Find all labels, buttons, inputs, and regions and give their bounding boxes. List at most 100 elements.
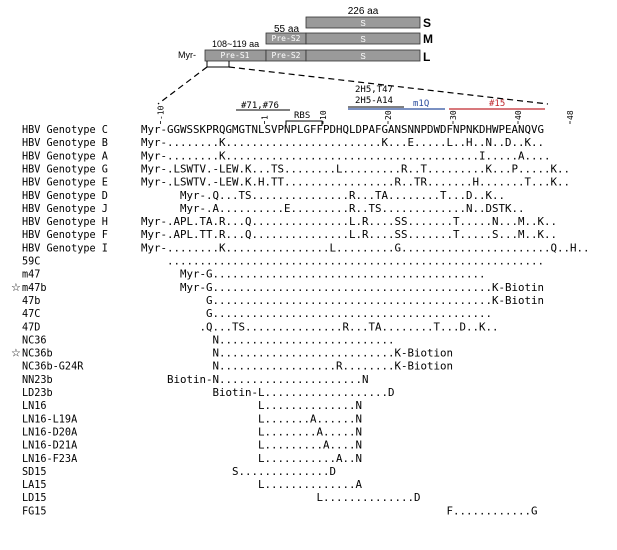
row-sequence: Myr-G...................................…: [141, 268, 486, 281]
row-name: NC36b-G24R: [22, 362, 84, 373]
row-name: HBV Genotype I: [22, 243, 108, 254]
s-box-label: S: [360, 19, 365, 28]
l-pres1-label: Pre-S1: [221, 51, 250, 60]
l-pres2-label: Pre-S2: [272, 51, 301, 60]
row-name: 47C: [22, 309, 40, 320]
row-name: HBV Genotype G: [22, 164, 108, 175]
zoom-line-right: [228, 66, 549, 105]
row-name: LN16-D20A: [22, 427, 77, 438]
row-sequence: L..............D: [141, 491, 421, 504]
residue-position-ticks: -10 1 10 20 30 40 48: [157, 105, 575, 124]
row-name: FG15: [22, 506, 47, 517]
row-sequence: L.........A....N: [141, 439, 362, 452]
row-name: 47D: [22, 322, 40, 333]
tick-label: 1: [261, 115, 270, 120]
rbs-label: RBS: [294, 111, 310, 121]
zoom-bracket: [206, 61, 230, 68]
l-protein-label: L: [423, 50, 430, 64]
row-sequence: Myr-.APL.TT.R...Q...............L.R....S…: [141, 228, 557, 241]
row-sequence: Myr-.LSWTV.-LEW.K...TS........L.........…: [141, 162, 570, 175]
tick-label: 20: [384, 110, 393, 120]
m-protein-label: M: [423, 32, 433, 46]
tick-label: 30: [449, 110, 458, 120]
row-sequence: N...........................K-Biotion: [141, 347, 453, 360]
l-length-label: 108~119 aa: [212, 39, 259, 49]
row-name: HBV Genotype D: [22, 191, 108, 202]
row-sequence: .Q...TS...............R...TA........T...…: [141, 320, 499, 333]
row-sequence: ........................................…: [141, 255, 544, 268]
row-name: NC36b: [22, 349, 53, 360]
row-sequence: Myr-GGWSSKPRQGMGTNLSVPNPLGFFPDHQLDPAFGAN…: [141, 123, 544, 136]
row-name: 59C: [22, 257, 40, 268]
row-name: HBV Genotype H: [22, 217, 108, 228]
row-sequence: Myr-........K........................K..…: [141, 136, 544, 149]
tick-label: 48: [566, 110, 575, 120]
row-name: NC36: [22, 335, 47, 346]
row-sequence: L..............N: [141, 399, 362, 412]
row-sequence: Myr-.Q...TS...............R...TA........…: [141, 189, 505, 202]
row-sequence: S..............D: [141, 465, 336, 478]
tick-label: -10: [157, 105, 166, 120]
row-sequence: G.......................................…: [141, 307, 492, 320]
rbs-bracket: [285, 120, 323, 126]
row-sequence: L...........A..N: [141, 452, 362, 465]
m-s-box: [305, 32, 421, 45]
highlight-star-icon: ☆: [11, 347, 21, 360]
l-s-label: S: [360, 52, 365, 61]
sequence-alignment: HBV Genotype C Myr-GGWSSKPRQGMGTNLSVPNPLG…: [11, 123, 590, 517]
row-name: m47b: [22, 283, 47, 294]
row-name: LN16: [22, 401, 47, 412]
m-s-label: S: [360, 35, 365, 44]
row-sequence: Myr-.A..........E.........R..TS.........…: [141, 202, 525, 215]
row-sequence: Myr-.APL.TA.R...Q...............L.R....S…: [141, 215, 557, 228]
s-length-label: 226 aa: [348, 6, 379, 17]
s-protein-label: S: [423, 16, 431, 30]
row-sequence: N...........................: [141, 333, 395, 346]
epitope-annotations: #71,#76 RBS 2H5,T47 2H5-A14 m1Q #15: [236, 85, 545, 126]
l-myr-label: Myr-: [178, 50, 196, 60]
row-sequence: L..............A: [141, 478, 363, 491]
l-s-box: [305, 49, 421, 62]
row-name: LA15: [22, 480, 47, 491]
antibody-15-label: #15: [489, 99, 505, 109]
row-name: LN16-L19A: [22, 414, 77, 425]
row-name: HBV Genotype A: [22, 151, 108, 162]
row-sequence: Biotin-N......................N: [141, 373, 369, 386]
row-name: LN16-F23A: [22, 454, 77, 465]
antibody-71-76-label: #71,#76: [241, 101, 279, 111]
envelope-domain-diagram: 226 aa S S 55 aa Pre-S2 S M 108~119 aa M…: [157, 6, 549, 105]
row-name: LD23b: [22, 388, 53, 399]
m-length-label: 55 aa: [274, 24, 299, 35]
row-name: 47b: [22, 296, 40, 307]
row-sequence: L.......A......N: [141, 412, 362, 425]
zoom-line-left: [157, 66, 208, 105]
row-name: HBV Genotype E: [22, 178, 108, 189]
row-sequence: F............G: [141, 504, 538, 517]
row-sequence: Myr-.LSWTV.-LEW.K.H.TT.................R…: [141, 176, 570, 189]
row-sequence: L........A.....N: [141, 425, 362, 438]
mab-2h5-a14-label: 2H5-A14: [355, 96, 393, 106]
row-name: HBV Genotype F: [22, 230, 108, 241]
m-pres2-label: Pre-S2: [272, 34, 301, 43]
row-name: HBV Genotype B: [22, 138, 108, 149]
row-name: m47: [22, 270, 40, 281]
mab-2h5-t47-label: 2H5,T47: [355, 85, 393, 95]
row-name: HBV Genotype C: [22, 125, 108, 136]
row-name: SD15: [22, 467, 47, 478]
tick-label: 40: [514, 110, 523, 120]
row-sequence: N..................R........K-Biotion: [141, 360, 453, 373]
row-sequence: G.......................................…: [141, 294, 544, 307]
s-protein-bar: [305, 16, 421, 29]
row-name: LN16-D21A: [22, 441, 77, 452]
tick-label: 10: [319, 110, 328, 120]
row-sequence: Myr-G...................................…: [141, 281, 544, 294]
row-name: HBV Genotype J: [22, 204, 108, 215]
row-name: NN23b: [22, 375, 53, 386]
row-sequence: Myr-........K................L.........G…: [141, 241, 590, 254]
mab-m1q-label: m1Q: [413, 99, 429, 109]
row-sequence: Biotin-L...................D: [141, 386, 395, 399]
row-sequence: Myr-........K...........................…: [141, 149, 551, 162]
highlight-star-icon: ☆: [11, 281, 21, 294]
row-name: LD15: [22, 493, 47, 504]
